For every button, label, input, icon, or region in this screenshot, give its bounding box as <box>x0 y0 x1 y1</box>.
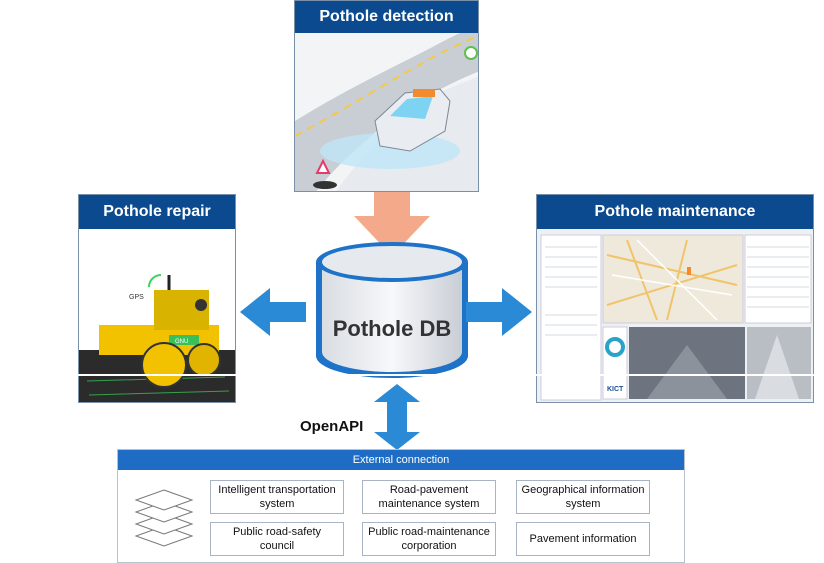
layers-icon <box>134 489 194 547</box>
car-illustration <box>374 88 451 152</box>
down-arrow <box>354 192 430 256</box>
ext-item-geographical-information: Geographical information system <box>516 480 650 514</box>
ext-item-road-pavement-maintenance: Road-pavement maintenance system <box>362 480 496 514</box>
ext-item-public-road-safety: Public road-safety council <box>210 522 344 556</box>
roller-illustration <box>99 274 221 388</box>
ext-item-intelligent-transportation: Intelligent transportation system <box>210 480 344 514</box>
db-label: Pothole DB <box>332 316 452 341</box>
ext-item-public-road-maintenance: Public road-maintenance corporation <box>362 522 496 556</box>
ext-item-pavement-information: Pavement information <box>516 522 650 556</box>
maintenance-screenshot: KICT <box>537 229 813 402</box>
pothole-db-cylinder <box>316 242 468 378</box>
right-arrow <box>466 288 532 336</box>
repair-title: Pothole repair <box>79 195 235 229</box>
check-icon <box>464 46 478 60</box>
bidirectional-arrow <box>374 384 420 450</box>
pothole-maintenance-panel: KICT Pothole maintenance <box>536 194 814 403</box>
left-arrow <box>240 288 306 336</box>
openapi-label: OpenAPI <box>300 418 364 435</box>
pothole-detection-panel: Pothole detection <box>294 0 479 192</box>
gnu-label: GNU <box>175 339 188 345</box>
warning-icon <box>313 158 337 189</box>
external-connection-box: External connection Intelligent transpor… <box>117 449 685 563</box>
repair-illustration: GPS GNU <box>79 229 235 402</box>
kict-logo: KICT <box>607 386 624 393</box>
map-view <box>602 234 744 324</box>
maintenance-title: Pothole maintenance <box>537 195 813 229</box>
detection-title: Pothole detection <box>295 1 478 33</box>
gps-label: GPS <box>129 294 144 301</box>
pothole-repair-panel: GPS GNU Pothole repair <box>78 194 236 403</box>
external-connection-header: External connection <box>118 450 684 470</box>
divider-line <box>78 374 814 376</box>
